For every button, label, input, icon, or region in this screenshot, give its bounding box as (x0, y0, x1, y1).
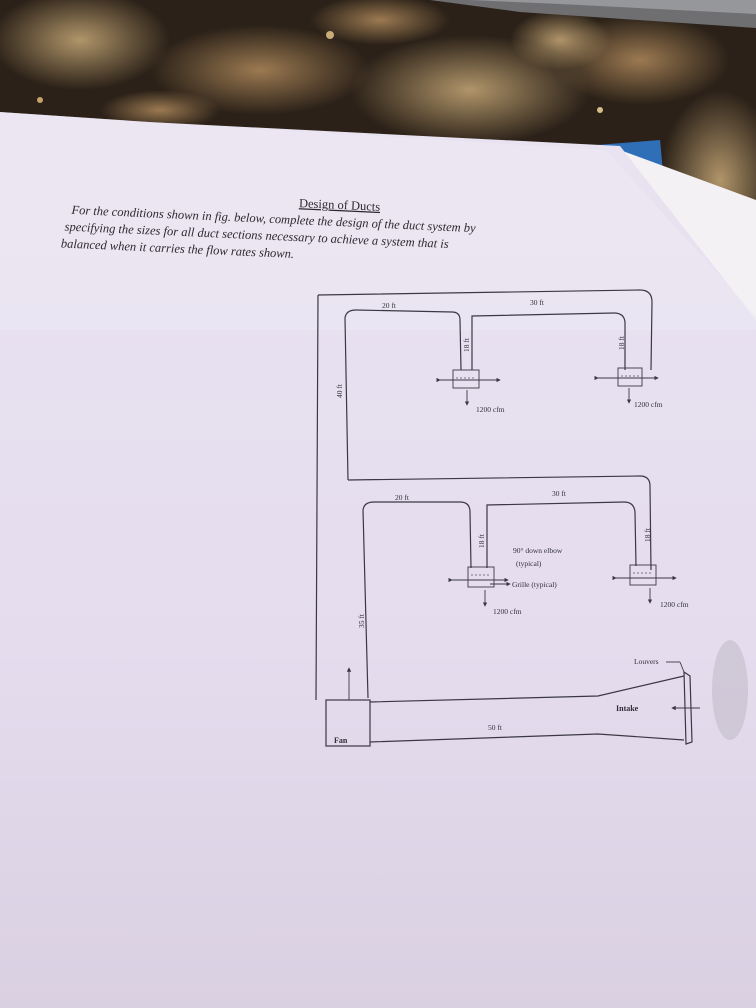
upper-riser-label: 40 ft (335, 383, 344, 398)
lower-left-branch (362, 501, 472, 569)
grille-note: Grille (typical) (512, 580, 557, 589)
lower-length-right-label: 30 ft (552, 489, 567, 498)
lower-right-grille (629, 564, 657, 586)
worksheet-paper (0, 112, 756, 1008)
upper-drop-right-label: 18 ft (617, 335, 626, 350)
intake-duct-bottom (369, 733, 685, 743)
lower-flow-left-label: 1200 cfm (493, 607, 522, 616)
lower-riser-label: 35 ft (357, 613, 366, 628)
upper-drop-left-label: 18 ft (462, 337, 471, 352)
fan-box (325, 699, 371, 747)
lower-length-left-label: 20 ft (395, 493, 410, 502)
upper-length-left-label: 20 ft (382, 301, 397, 310)
upper-length-right-label: 30 ft (530, 298, 545, 307)
upper-duct-top (317, 289, 653, 371)
riser-inner-wall-upper (344, 317, 349, 481)
elbow-note-1: 90° down elbow (513, 546, 563, 555)
intake-duct-top (369, 675, 685, 703)
upper-left-branch (344, 309, 462, 371)
lower-right-branch (486, 501, 637, 568)
upper-flow-left-label: 1200 cfm (476, 405, 505, 414)
intake-label: Intake (616, 704, 639, 713)
elbow-note-2: (typical) (516, 559, 542, 568)
louvers-frame (683, 670, 693, 745)
document-title: Design of Ducts (299, 196, 381, 214)
lower-flow-right-label: 1200 cfm (660, 600, 689, 609)
duct-diagram: 20 ft 30 ft 18 ft 18 ft 1200 cfm 1200 cf… (315, 289, 700, 747)
riser-outer-wall (315, 294, 319, 701)
intake-length-label: 50 ft (488, 723, 503, 732)
lower-duct-top (347, 475, 652, 571)
lower-left-grille (467, 566, 495, 588)
upper-right-branch (471, 312, 626, 370)
lower-drop-left-label: 18 ft (477, 533, 486, 548)
upper-flow-right-label: 1200 cfm (634, 400, 663, 409)
fan-label: Fan (334, 736, 348, 745)
lower-drop-right-label: 18 ft (643, 527, 652, 542)
paper-smudge (712, 640, 748, 740)
louvers-label: Louvers (634, 657, 659, 666)
riser-inner-wall-lower (362, 509, 369, 699)
